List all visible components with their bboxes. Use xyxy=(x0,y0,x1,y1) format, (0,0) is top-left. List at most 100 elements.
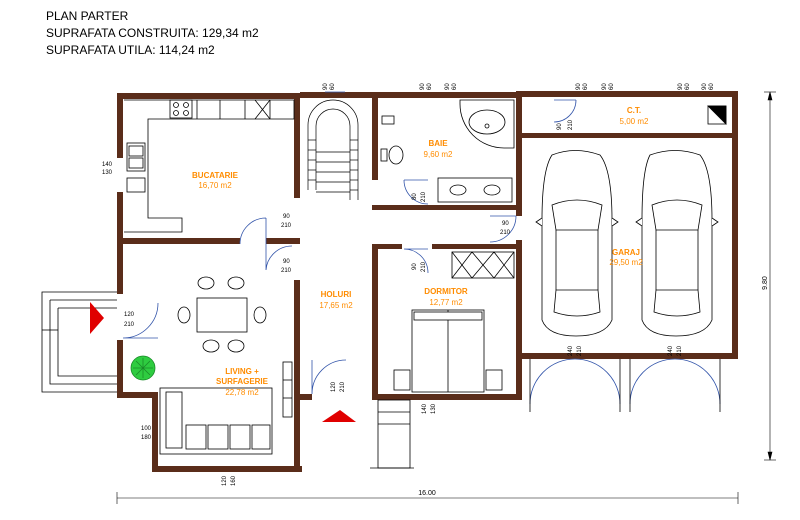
door-garage-right xyxy=(629,358,721,405)
dim-label: 130 xyxy=(431,403,437,414)
wall xyxy=(117,392,157,398)
room-label-ct: C.T. xyxy=(627,106,641,115)
wall xyxy=(452,205,516,210)
wall xyxy=(117,192,123,242)
dim-label: 90 xyxy=(412,263,418,270)
door-kitchen-hall xyxy=(239,217,267,245)
terrace-steps xyxy=(41,291,117,393)
car-left xyxy=(535,150,619,337)
dim-label: 60 xyxy=(583,83,589,90)
bath-sink xyxy=(437,177,513,203)
room-area-garaj: 29,50 m2 xyxy=(609,258,643,267)
dim-label: 100 xyxy=(141,426,152,432)
dim-label: 210 xyxy=(421,191,427,202)
dim-label: 90 xyxy=(445,83,451,90)
wall xyxy=(432,244,522,249)
wall xyxy=(294,280,300,472)
room-label-dormitor: DORMITOR xyxy=(424,287,468,296)
wall xyxy=(117,93,123,158)
dim-label: 130 xyxy=(102,170,113,176)
usable-area-label: SUPRAFATA UTILA: 114,24 m2 xyxy=(46,43,215,57)
wall xyxy=(117,242,123,294)
dim-label: 60 xyxy=(330,83,336,90)
dim-label: 210 xyxy=(281,268,292,274)
room-label-living-2: SURFAGERIE xyxy=(216,377,269,386)
dim-label: 90 xyxy=(283,214,290,220)
door-baie xyxy=(403,179,429,205)
dim-label: 210 xyxy=(577,345,583,356)
wall xyxy=(372,246,378,400)
wall xyxy=(516,240,522,400)
staircase xyxy=(307,99,359,200)
dim-label: 60 xyxy=(427,83,433,90)
door-garage-inner xyxy=(489,215,517,243)
wall xyxy=(372,205,452,210)
walls xyxy=(117,91,738,472)
wall xyxy=(732,91,738,359)
dim-label: 210 xyxy=(124,322,135,328)
car-right xyxy=(635,150,719,337)
wall xyxy=(516,92,522,216)
dim-label: 90 xyxy=(702,83,708,90)
wall xyxy=(294,93,300,198)
dim-label: 210 xyxy=(677,345,683,356)
dim-label: 80 xyxy=(412,193,418,200)
dim-label: 60 xyxy=(685,83,691,90)
room-area-holuri: 17,65 m2 xyxy=(319,301,353,310)
dim-label: 90 xyxy=(420,83,426,90)
room-area-bucatarie: 16,70 m2 xyxy=(198,181,232,190)
dim-label: 90 xyxy=(502,221,509,227)
wall xyxy=(372,394,522,400)
entrance-marker-side xyxy=(90,302,104,334)
wall xyxy=(266,238,300,244)
overall-depth-label: 9.80 xyxy=(762,276,769,290)
dim-label: 210 xyxy=(281,223,292,229)
dim-label: 240 xyxy=(668,345,674,356)
tv-stand xyxy=(282,361,293,418)
wall xyxy=(372,92,378,180)
boiler-icon xyxy=(707,105,727,125)
room-label-holuri: HOLURI xyxy=(321,290,352,299)
dim-label: 90 xyxy=(678,83,684,90)
wall xyxy=(152,466,302,472)
dim-label: 140 xyxy=(102,162,113,168)
built-area-label: SUPRAFATA CONSTRUITA: 129,34 m2 xyxy=(46,26,259,40)
door-living-hall xyxy=(265,244,293,271)
dim-label: 140 xyxy=(422,403,428,414)
dim-label: 90 xyxy=(323,83,329,90)
dim-label: 120 xyxy=(331,381,337,392)
door-dormitor xyxy=(403,248,429,274)
dim-label: 160 xyxy=(231,475,237,486)
overall-width-label: 16.00 xyxy=(418,490,436,497)
door-terrace xyxy=(122,302,159,339)
wall xyxy=(117,340,123,395)
sofa xyxy=(159,387,273,455)
room-area-ct: 5,00 m2 xyxy=(620,117,649,126)
opening-dimensions: 90 60 90 60 90 60 90 60 90 60 90 60 90 6… xyxy=(102,83,715,486)
dim-label: 240 xyxy=(568,345,574,356)
wall xyxy=(117,93,300,99)
dim-label: 210 xyxy=(500,230,511,236)
room-area-baie: 9,60 m2 xyxy=(424,150,453,159)
plant-icon xyxy=(130,355,156,381)
door-garage-left xyxy=(529,358,621,405)
kitchen-counter xyxy=(124,99,295,233)
room-label-bucatarie: BUCATARIE xyxy=(192,171,239,180)
stove-icon xyxy=(169,99,193,119)
room-area-living: 22,78 m2 xyxy=(225,388,259,397)
wall xyxy=(372,244,402,249)
dim-label: 60 xyxy=(709,83,715,90)
dim-label: 210 xyxy=(421,261,427,272)
dim-label: 210 xyxy=(568,119,574,130)
door-swings xyxy=(122,91,721,405)
dim-label: 210 xyxy=(340,381,346,392)
garage-door-frames xyxy=(529,359,721,412)
plan-title: PLAN PARTER xyxy=(46,9,129,23)
dim-label: 90 xyxy=(283,259,290,265)
entrance-marker-main xyxy=(322,410,356,422)
dim-label: 90 xyxy=(576,83,582,90)
plan-header: PLAN PARTER SUPRAFATA CONSTRUITA: 129,34… xyxy=(46,8,259,59)
dimension-lines xyxy=(116,91,776,504)
dim-label: 60 xyxy=(609,83,615,90)
